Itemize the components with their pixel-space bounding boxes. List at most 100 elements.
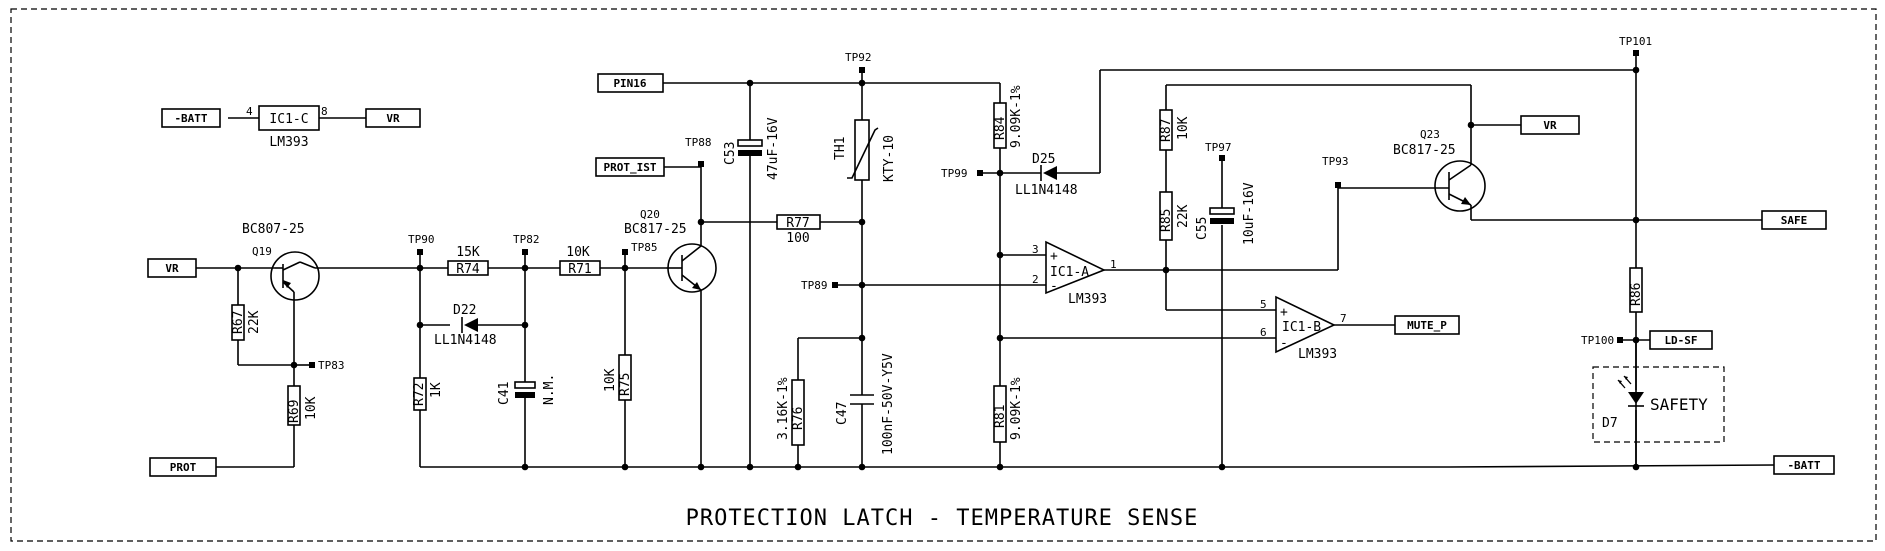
tp99-label: TP99 <box>941 167 968 180</box>
ic1b-ref: IC1-B <box>1282 320 1321 335</box>
test-points: TP83 TP90 TP82 TP85 TP88 TP92 TP89 TP99 … <box>309 35 1652 372</box>
r69-ref: R69 <box>287 400 302 423</box>
d22: D22 LL1N4148 <box>434 303 497 348</box>
r69-value: 10K <box>304 396 319 420</box>
r76-ref: R76 <box>791 407 806 430</box>
r85-ref: R85 <box>1159 209 1174 232</box>
port-vr-top: VR <box>386 112 400 125</box>
d25-ref: D25 <box>1032 152 1055 167</box>
ic1c-part: LM393 <box>269 135 308 150</box>
port-batt-neg-bottom: -BATT <box>1787 459 1820 472</box>
tp89-label: TP89 <box>801 279 828 292</box>
c55-value: 10uF-16V <box>1242 182 1257 245</box>
th1-part: KTY-10 <box>882 135 897 182</box>
ic1b: + - IC1-B 5 6 7 LM393 <box>1260 295 1347 362</box>
ic1a-part: LM393 <box>1068 292 1107 307</box>
r71: R71 10K <box>559 245 601 277</box>
tp101-label: TP101 <box>1619 35 1652 48</box>
r72: R72 1K <box>412 377 444 411</box>
ic1b-plus: + <box>1280 305 1288 320</box>
r85: R85 22K <box>1159 191 1191 241</box>
c53-ref: C53 <box>723 142 738 165</box>
ic1c-ref: IC1-C <box>269 112 308 127</box>
r74-value: 15K <box>456 245 480 260</box>
r67-ref: R67 <box>231 311 246 334</box>
d7-label: SAFETY <box>1650 395 1708 414</box>
ports: -BATT VR VR PROT PIN16 PROT_IST VR SAFE … <box>147 73 1835 477</box>
q23-ref: Q23 <box>1420 128 1440 141</box>
schematic-title: PROTECTION LATCH - TEMPERATURE SENSE <box>686 506 1199 531</box>
ic1a-ref: IC1-A <box>1050 265 1089 280</box>
r81: R81 9.09K-1% <box>993 377 1024 443</box>
r85-value: 22K <box>1176 204 1191 228</box>
ic1c: IC1-C 4 8 LM393 <box>246 105 328 150</box>
r71-value: 10K <box>566 245 590 260</box>
tp88-label: TP88 <box>685 136 712 149</box>
d25-part: LL1N4148 <box>1015 183 1078 198</box>
r72-ref: R72 <box>412 383 427 406</box>
ic1b-pin-plus: 5 <box>1260 298 1267 311</box>
c47-ref: C47 <box>835 402 850 425</box>
r84-value: 9.09K-1% <box>1009 85 1024 148</box>
port-safe: SAFE <box>1781 214 1808 227</box>
r76-value: 3.16K-1% <box>776 377 791 440</box>
c41: C41 N.M. <box>497 374 557 405</box>
d7-ref: D7 <box>1602 416 1618 431</box>
r67: R67 22K <box>231 304 262 341</box>
r75-ref: R75 <box>618 373 633 396</box>
d25: D25 LL1N4148 <box>1015 152 1078 198</box>
r75: R75 10K <box>603 354 633 401</box>
q20-part: BC817-25 <box>624 222 687 237</box>
ic1a-pin-out: 1 <box>1110 258 1117 271</box>
q19: BC807-25 Q19 <box>242 222 320 301</box>
tp92-label: TP92 <box>845 51 872 64</box>
r75-value: 10K <box>603 368 618 392</box>
ic1c-pin-right: 8 <box>321 105 328 118</box>
r81-value: 9.09K-1% <box>1009 377 1024 440</box>
port-vr-right: VR <box>1543 119 1557 132</box>
c47-value: 100nF-50V-Y5V <box>881 353 896 455</box>
d22-ref: D22 <box>453 303 476 318</box>
tp85-label: TP85 <box>631 241 658 254</box>
th1-ref: TH1 <box>833 137 848 160</box>
c53: C53 47uF-16V <box>723 117 781 180</box>
tp82-label: TP82 <box>513 233 540 246</box>
ic1c-pin-left: 4 <box>246 105 253 118</box>
r87: R87 10K <box>1159 109 1191 151</box>
c55: C55 10uF-16V <box>1195 182 1257 245</box>
r84-ref: R84 <box>993 116 1008 140</box>
r69: R69 10K <box>287 385 319 426</box>
c53-value: 47uF-16V <box>766 117 781 180</box>
c47: C47 100nF-50V-Y5V <box>835 353 896 455</box>
d7: D7 SAFETY <box>1592 340 1725 467</box>
ic1a-plus: + <box>1050 249 1058 264</box>
q23-part: BC817-25 <box>1393 143 1456 158</box>
r87-ref: R87 <box>1159 119 1174 142</box>
tp100-label: TP100 <box>1581 334 1614 347</box>
sheet-border <box>10 8 1877 542</box>
tp93-label: TP93 <box>1322 155 1349 168</box>
r71-ref: R71 <box>568 262 591 277</box>
tp90-label: TP90 <box>408 233 435 246</box>
q20: BC817-25 Q20 <box>624 208 717 300</box>
r77-ref: R77 <box>786 216 809 231</box>
junctions <box>234 66 1640 471</box>
q23: BC817-25 Q23 <box>1393 128 1486 212</box>
c41-ref: C41 <box>497 382 512 405</box>
ic1b-pin-minus: 6 <box>1260 326 1267 339</box>
c55-ref: C55 <box>1195 217 1210 240</box>
r72-value: 1K <box>429 382 444 398</box>
r84: R84 9.09K-1% <box>993 85 1024 149</box>
tp97-label: TP97 <box>1205 141 1232 154</box>
r86-ref: R86 <box>1629 283 1644 306</box>
port-pin16: PIN16 <box>613 77 646 90</box>
ic1a-pin-plus: 3 <box>1032 243 1039 256</box>
port-prot-ist: PROT_IST <box>604 161 657 174</box>
ic1b-part: LM393 <box>1298 347 1337 362</box>
port-vr-left: VR <box>165 262 179 275</box>
ic1b-pin-out: 7 <box>1340 312 1347 325</box>
r77-value: 100 <box>786 231 809 246</box>
r76: R76 3.16K-1% <box>776 377 806 446</box>
tp83-label: TP83 <box>318 359 345 372</box>
